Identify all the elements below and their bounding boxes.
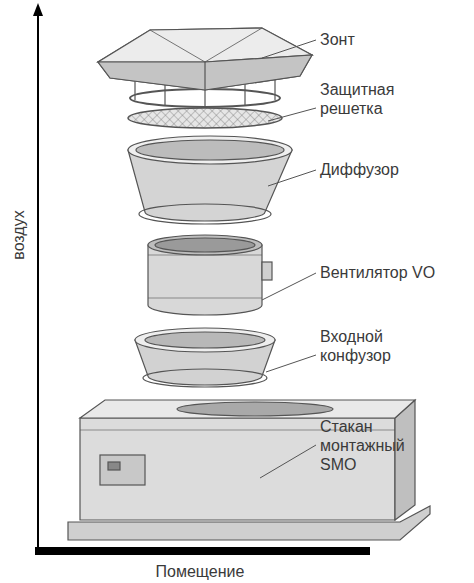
part-name: Диффузор — [320, 160, 470, 179]
part-name: Защитная решетка — [320, 80, 420, 118]
fan — [148, 235, 272, 315]
part-name: Вентилятор VO — [320, 263, 465, 282]
axis-label: воздух — [9, 210, 28, 259]
leader-lines — [260, 40, 316, 478]
arrow-head — [33, 3, 43, 16]
part-name: Стакан монтажный SMO — [320, 417, 415, 474]
inlet-confuser — [135, 328, 275, 387]
hood — [98, 28, 312, 107]
part-name: Зонт — [320, 30, 470, 49]
room-bar — [35, 547, 370, 555]
diffuser — [128, 136, 292, 224]
part-name: Входной конфузор — [320, 327, 420, 365]
air-arrow — [37, 14, 39, 548]
protective-grid — [128, 108, 282, 128]
room-label: Помещение — [100, 562, 300, 581]
mounting-box — [68, 400, 430, 540]
